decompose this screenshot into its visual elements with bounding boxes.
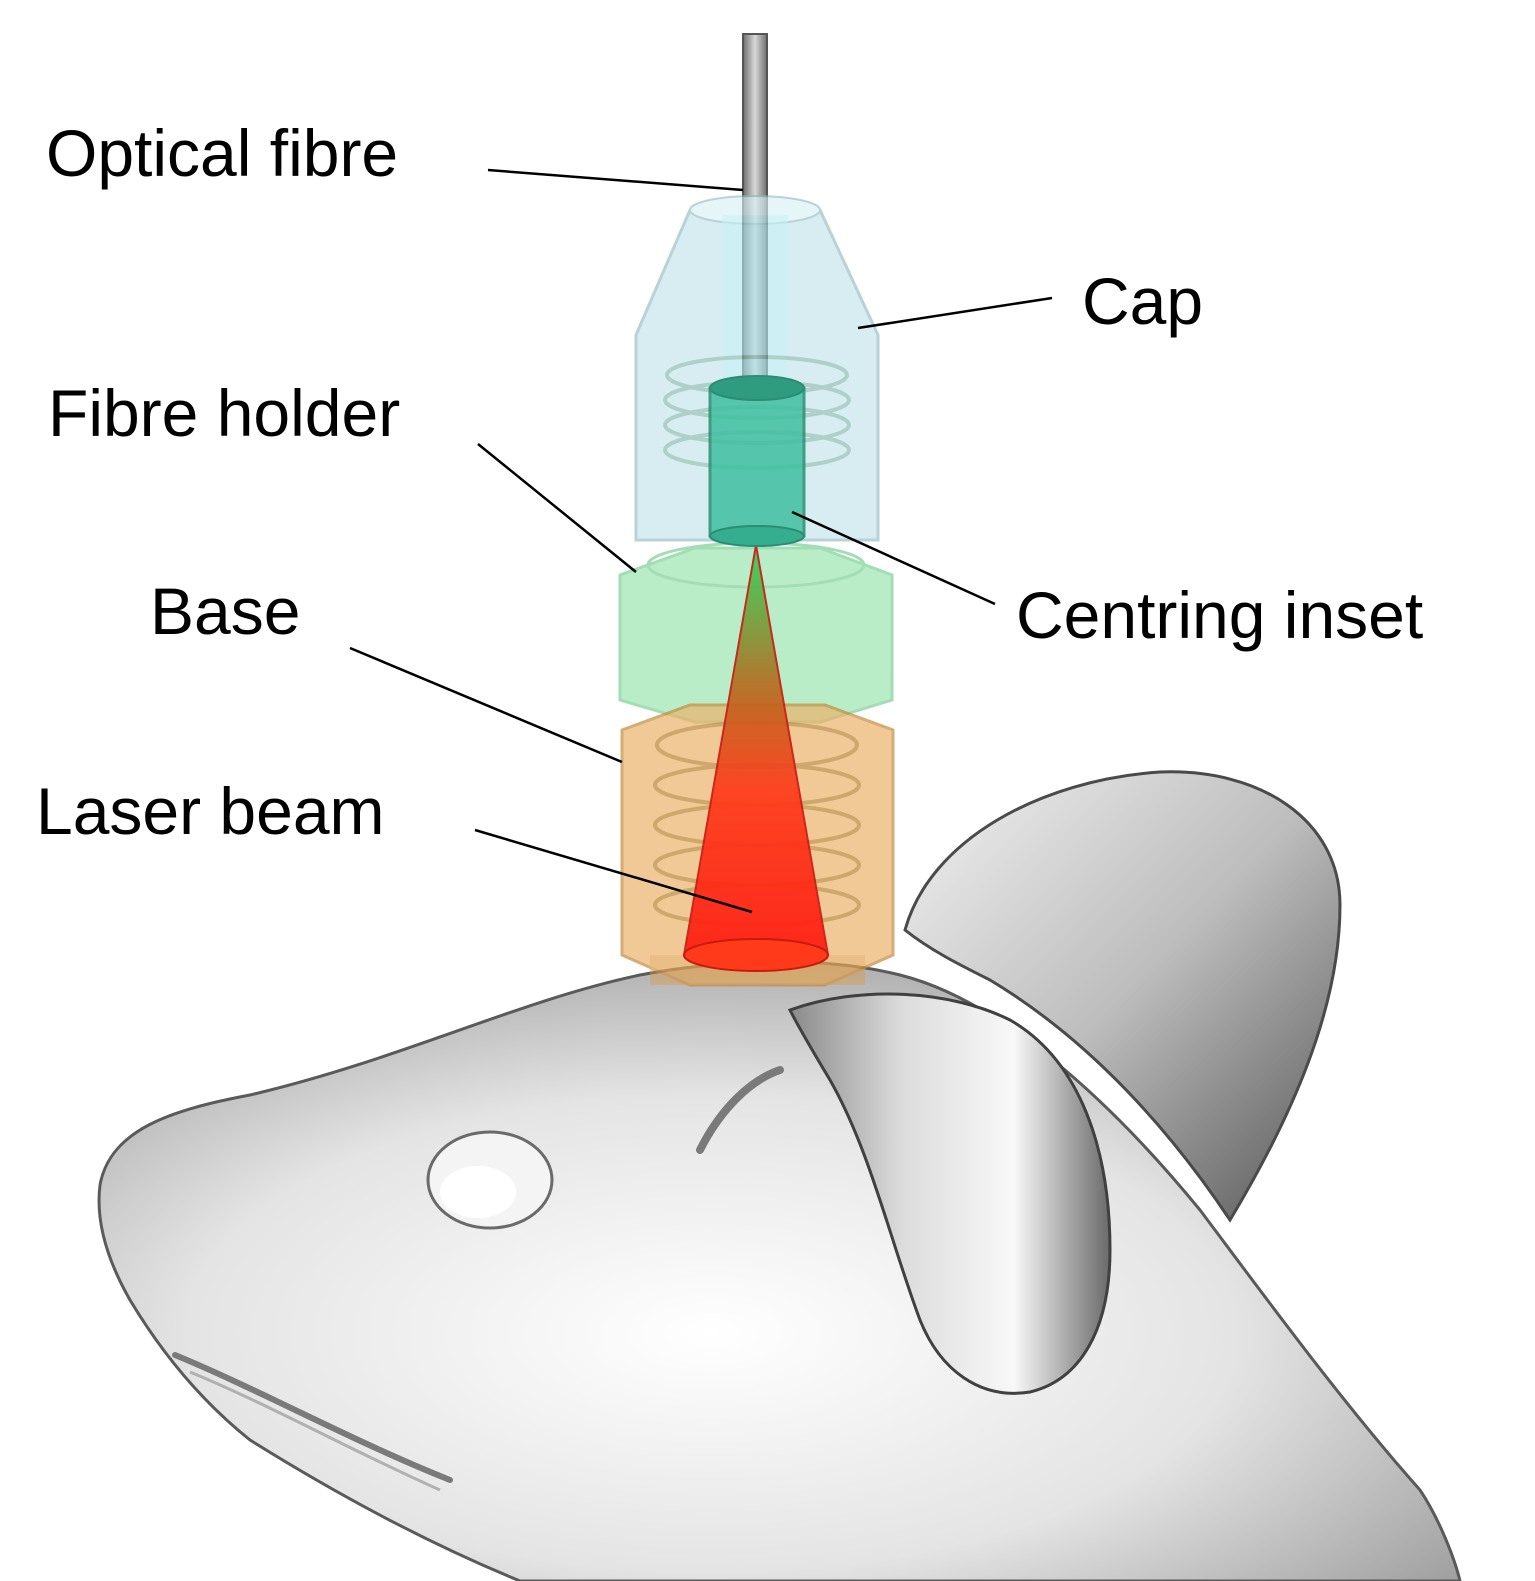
mouse-head [97,770,1462,1581]
label-cap: Cap [1082,264,1204,338]
leader-cap [857,296,1053,330]
leader-optical-fibre [487,168,744,192]
leader-laser-beam [474,828,753,914]
label-fibre-holder: Fibre holder [48,376,401,450]
mouse-ear-front [787,992,1112,1395]
mouse-head-body [97,960,1462,1581]
label-centring-inset: Centring inset [1016,578,1424,652]
label-optical-fibre: Optical fibre [46,116,399,190]
mouse-mouth [172,1352,453,1483]
laser-beam [682,544,830,972]
leader-base [349,646,623,764]
leader-lines [349,168,1053,914]
leader-fibre-holder [477,443,637,573]
centring-inset [708,375,806,547]
label-laser-beam: Laser beam [36,774,385,848]
label-base: Base [150,574,301,648]
mouse-ear-back [903,770,1342,1223]
leader-centring-inset [791,510,996,606]
